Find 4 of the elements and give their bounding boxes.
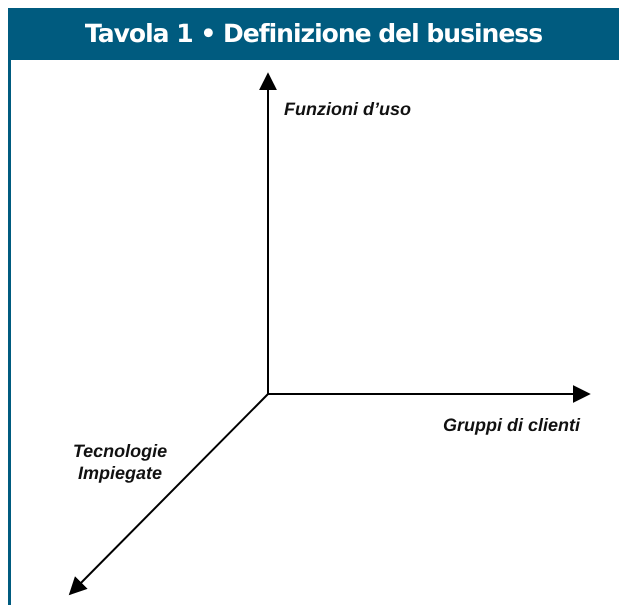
axis-label: Funzioni d’uso: [284, 98, 412, 120]
axis-label: Tecnologie Impiegate: [72, 440, 168, 484]
title: Tavola 1 • Definizione del business: [8, 8, 619, 60]
axis-label: Gruppi di clienti: [442, 414, 580, 436]
